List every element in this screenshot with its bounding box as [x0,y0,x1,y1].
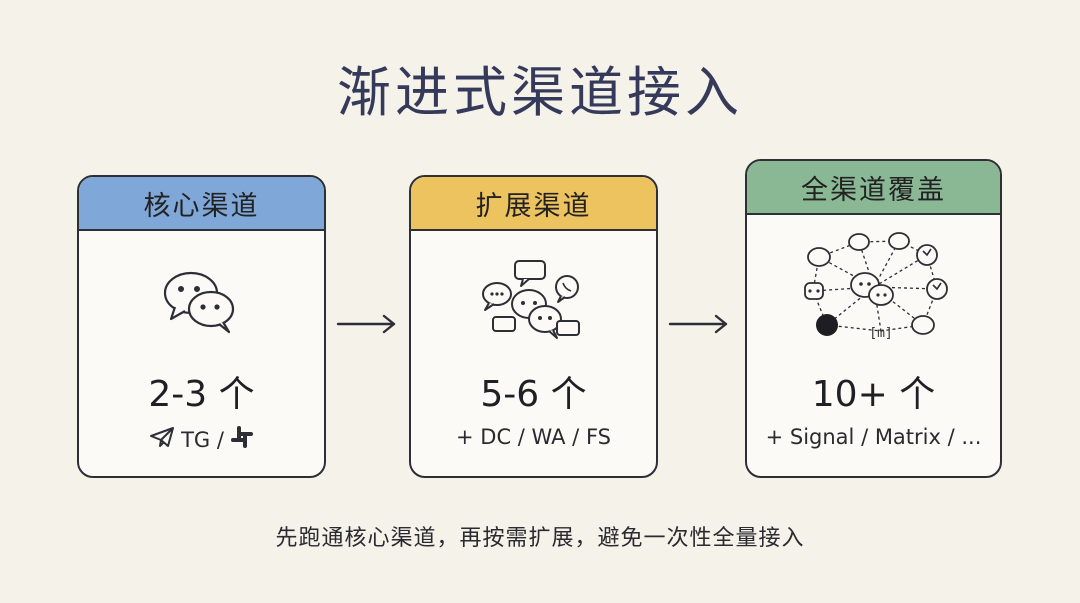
card-core-title: 核心渠道 [143,190,260,222]
arrow-right-icon [336,314,396,334]
card-full-title: 全渠道覆盖 [801,174,946,206]
card-core-header: 核心渠道 [79,177,324,231]
card-full-sub: + Signal / Matrix / ... [747,425,1000,449]
telegram-icon [149,426,175,453]
matrix-icon: [m] [869,326,892,341]
slack-icon [230,425,254,454]
card-extended-count: 5-6 个 [480,374,587,415]
card-extended-sub-text: + DC / WA / FS [456,425,611,449]
channel-network-icon: [m] [747,227,1000,347]
arrow-right-icon [668,314,728,334]
diagram-title: 渐进式渠道接入 [337,61,743,124]
card-core-sub: TG / [79,425,324,454]
card-full-sub-text: + Signal / Matrix / ... [765,425,982,449]
card-core-count: 2-3 个 [148,374,255,415]
footer-note: 先跑通核心渠道，再按需扩展，避免一次性全量接入 [275,526,805,551]
card-extended-sub: + DC / WA / FS [411,425,656,449]
card-full-coverage: 全渠道覆盖 [745,159,1002,478]
card-core-channels: 核心渠道 2-3 个 TG / [77,175,326,478]
card-full-count: 10+ 个 [811,374,936,415]
wechat-bubbles-icon [79,267,324,337]
card-extended-header: 扩展渠道 [411,177,656,231]
card-full-header: 全渠道覆盖 [747,161,1000,215]
card-core-sub-text: TG / [181,427,224,452]
multi-chat-bubbles-icon [411,259,656,349]
card-extended-channels: 扩展渠道 5-6 个 [409,175,658,478]
card-extended-title: 扩展渠道 [475,190,592,222]
